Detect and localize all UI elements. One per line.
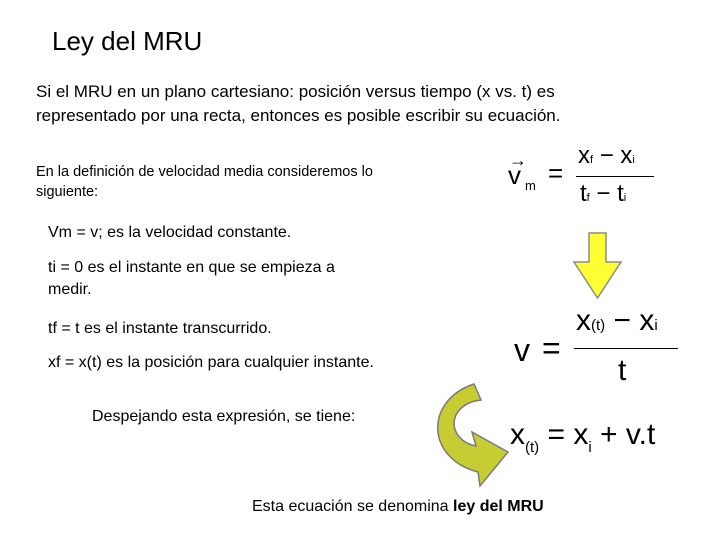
formula1-denominator: tf − ti — [580, 180, 627, 207]
intro-line-2: representado por una recta, entonces es … — [36, 106, 561, 125]
intro-line-1: Si el MRU en un plano cartesiano: posici… — [36, 82, 555, 101]
formula2-fraction-bar — [574, 348, 678, 349]
intro-text: Si el MRU en un plano cartesiano: posici… — [36, 80, 560, 128]
footer-prefix: Esta ecuación se denomina — [252, 498, 454, 515]
item-ti-line-2: medir. — [48, 281, 92, 298]
item-vm: Vm = v; es la velocidad constante. — [48, 224, 292, 241]
formula1-fraction-bar — [576, 176, 654, 177]
down-arrow-icon — [572, 232, 623, 300]
vector-arrow: → — [509, 150, 527, 170]
formula2-v: v — [514, 332, 530, 368]
formula1-sub-m: m — [525, 178, 536, 193]
curved-arrow-icon — [437, 383, 510, 488]
formula1-numerator: xf − xi — [578, 142, 635, 169]
item-xf: xf = x(t) es la posición para cualquier … — [48, 354, 374, 371]
formula2-equals: = — [542, 330, 561, 366]
formula-average-velocity: → v m = xf − xi tf − ti — [508, 142, 658, 218]
formula-mru-law: x(t) = xi + v.t — [510, 418, 656, 456]
definition-line-2: siguiente: — [36, 184, 99, 200]
formula2-numerator: x(t) − xi — [576, 304, 658, 337]
definition-text: En la definición de velocidad media cons… — [36, 162, 373, 202]
formula-velocity: v = x(t) − xi t — [514, 304, 684, 396]
definition-line-1: En la definición de velocidad media cons… — [36, 164, 373, 180]
footer-bold: ley del MRU — [453, 498, 544, 515]
footer-text: Esta ecuación se denomina ley del MRU — [252, 498, 544, 516]
despejando-text: Despejando esta expresión, se tiene: — [92, 408, 356, 425]
formula2-denominator: t — [618, 354, 627, 387]
page-title: Ley del MRU — [52, 26, 203, 56]
formula1-equals: = — [548, 158, 564, 188]
item-tf: tf = t es el instante transcurrido. — [48, 320, 272, 337]
formula1-v: v — [508, 160, 521, 190]
item-ti-line-1: ti = 0 es el instante en que se empieza … — [48, 259, 335, 276]
